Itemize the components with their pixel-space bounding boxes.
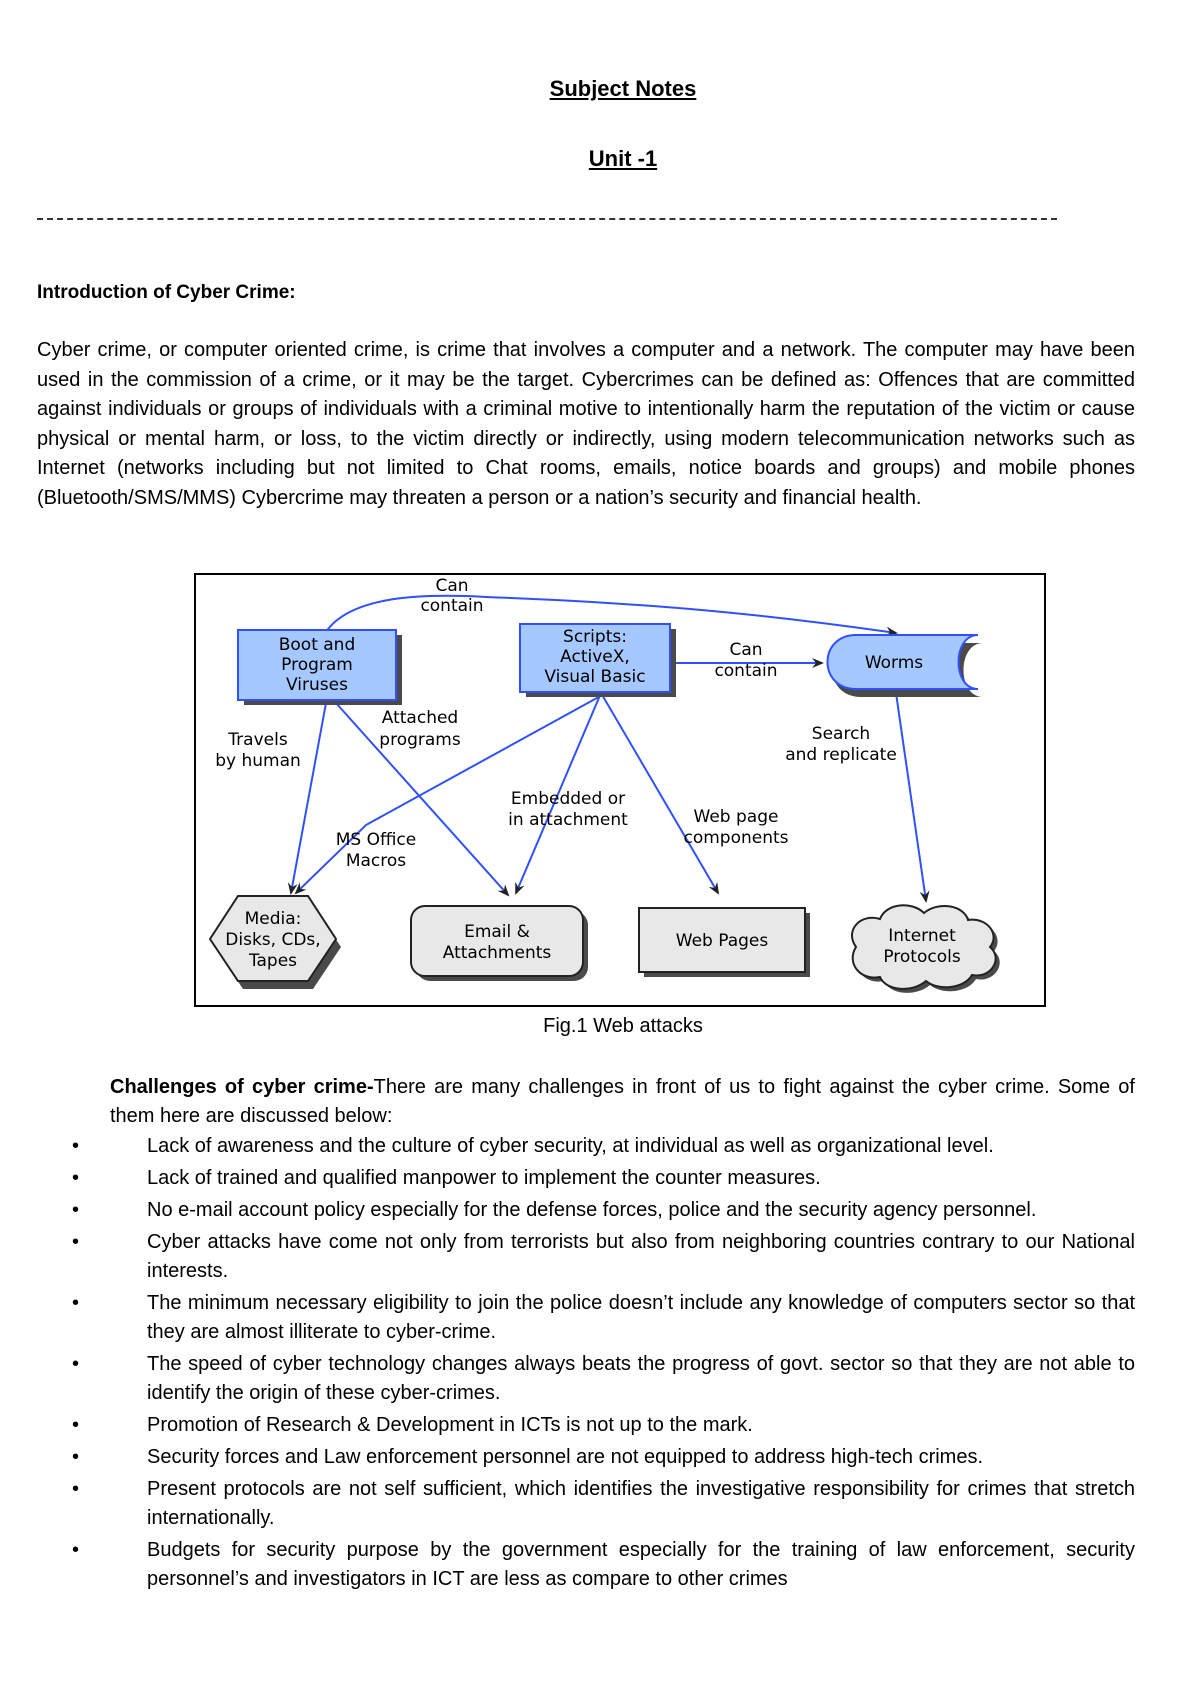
label-travels-2: by human (215, 751, 301, 771)
challenges-heading: Challenges of cyber crime- (110, 1076, 374, 1098)
node-scripts-label-1: Scripts: (563, 627, 627, 647)
node-email-label-2: Attachments (443, 943, 552, 963)
list-item: • Promotion of Research & Development in … (0, 1411, 1135, 1440)
node-boot-label-2: Program (281, 655, 353, 675)
intro-paragraph: Cyber crime, or computer oriented crime,… (37, 339, 1135, 509)
edge-boot-to-worms (323, 594, 898, 637)
bullet-icon: • (72, 1478, 80, 1500)
label-travels-1: Travels (227, 730, 288, 750)
list-item-text: No e-mail account policy especially for … (147, 1199, 1037, 1221)
label-webpage-components-2: components (683, 828, 788, 848)
list-item-text: The speed of cyber technology changes al… (147, 1353, 1135, 1404)
list-item-text: Budgets for security purpose by the gove… (147, 1539, 1135, 1590)
node-scripts: Scripts: ActiveX, Visual Basic (519, 623, 676, 697)
label-can-contain-right-1: Can (729, 640, 762, 660)
node-internet: Internet Protocols (851, 904, 1000, 993)
list-item: • Lack of awareness and the culture of cy… (0, 1132, 1135, 1161)
node-media-label-1: Media: (245, 909, 302, 929)
node-media-label-3: Tapes (248, 951, 297, 971)
list-item-text: The minimum necessary eligibility to joi… (147, 1292, 1135, 1343)
edge-scripts-to-media (294, 692, 607, 895)
node-email-label-1: Email & (464, 922, 530, 942)
diagram-svg: Boot and Program Viruses Scripts: Active… (208, 576, 1000, 993)
list-item: • Cyber attacks have come not only from t… (0, 1228, 1135, 1286)
node-scripts-label-2: ActiveX, (560, 647, 630, 667)
edge-boot-to-email (335, 702, 510, 897)
node-internet-label-2: Protocols (883, 947, 961, 967)
challenges-intro-text: There are many challenges in front of us… (110, 1076, 1135, 1127)
node-boot-label-3: Viruses (286, 675, 348, 695)
diagram-edge-labels: Can contain Can contain Travels by human… (215, 576, 897, 871)
list-item: • Budgets for security purpose by the gov… (0, 1536, 1135, 1594)
bullet-icon: • (72, 1539, 80, 1561)
list-item-text: Security forces and Law enforcement pers… (147, 1446, 984, 1468)
list-item-text: Cyber attacks have come not only from te… (147, 1231, 1135, 1282)
diagram-edges (287, 594, 930, 903)
label-can-contain-top-1: Can (435, 576, 468, 596)
list-item-text: Lack of awareness and the culture of cyb… (147, 1135, 994, 1157)
label-attached-2: programs (379, 730, 461, 750)
list-item: • Present protocols are not self sufficie… (0, 1475, 1135, 1533)
label-macros-1: MS Office (336, 830, 416, 850)
node-webpages: Web Pages (638, 907, 810, 977)
bullet-icon: • (72, 1292, 80, 1314)
label-attached-1: Attached (382, 708, 458, 728)
label-embedded-1: Embedded or (511, 789, 625, 809)
node-webpages-label: Web Pages (676, 931, 769, 951)
node-media: Media: Disks, CDs, Tapes (208, 895, 341, 989)
label-macros-2: Macros (346, 851, 406, 871)
label-can-contain-right-2: contain (714, 661, 777, 681)
document-title: Subject Notes (549, 76, 697, 101)
bullet-icon: • (72, 1167, 80, 1189)
label-search-1: Search (812, 724, 870, 744)
node-scripts-label-3: Visual Basic (544, 667, 645, 687)
challenges-list: • Lack of awareness and the culture of cy… (0, 1132, 1200, 1597)
list-item: • The minimum necessary eligibility to jo… (0, 1289, 1135, 1347)
dashed-divider (37, 218, 1057, 220)
label-embedded-2: in attachment (508, 810, 628, 830)
bullet-icon: • (72, 1199, 80, 1221)
node-email: Email & Attachments (410, 905, 588, 981)
node-media-label-2: Disks, CDs, (225, 930, 320, 950)
bullet-icon: • (72, 1414, 80, 1436)
list-item: • The speed of cyber technology changes a… (0, 1350, 1135, 1408)
bullet-icon: • (72, 1231, 80, 1253)
unit-heading: Unit -1 (588, 146, 658, 171)
section-heading: Introduction of Cyber Crime: (37, 282, 296, 303)
node-boot-label-1: Boot and (279, 635, 356, 655)
bullet-icon: • (72, 1353, 80, 1375)
node-internet-label-1: Internet (888, 926, 956, 946)
list-item-text: Present protocols are not self sufficien… (147, 1478, 1135, 1529)
label-can-contain-top-2: contain (420, 596, 483, 616)
edge-worms-to-internet (895, 692, 930, 903)
web-attacks-diagram: Boot and Program Viruses Scripts: Active… (194, 573, 1046, 1007)
list-item-text: Lack of trained and qualified manpower t… (147, 1167, 821, 1189)
node-boot-viruses: Boot and Program Viruses (237, 629, 402, 705)
bullet-icon: • (72, 1135, 80, 1157)
node-worms: Worms (826, 634, 983, 697)
edge-scripts-to-email (515, 692, 602, 895)
node-worms-label: Worms (865, 653, 923, 673)
list-item: • Lack of trained and qualified manpower … (0, 1164, 1135, 1193)
edge-boot-to-media (287, 702, 327, 895)
edge-scripts-to-webpages (600, 692, 720, 895)
label-webpage-components-1: Web page (694, 807, 779, 827)
challenges-intro: Challenges of cyber crime-There are many… (110, 1073, 1135, 1131)
list-item: • No e-mail account policy especially for… (0, 1196, 1135, 1225)
list-item: • Security forces and Law enforcement per… (0, 1443, 1135, 1472)
list-item-text: Promotion of Research & Development in I… (147, 1414, 753, 1436)
bullet-icon: • (72, 1446, 80, 1468)
figure-caption: Fig.1 Web attacks (543, 1015, 703, 1037)
label-search-2: and replicate (785, 745, 897, 765)
